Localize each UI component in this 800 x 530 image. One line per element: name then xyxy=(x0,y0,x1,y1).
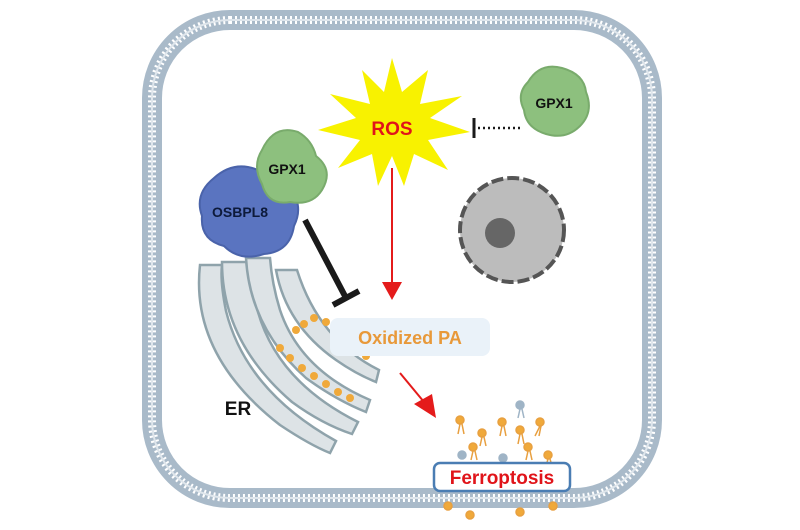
released-lipids xyxy=(443,400,558,520)
oxidized-pa-box: Oxidized PA xyxy=(330,318,490,356)
ros-burst: ROS xyxy=(318,58,470,186)
gpx1-inhibits-ros xyxy=(472,118,520,138)
ferroptosis-box: Ferroptosis xyxy=(432,461,572,493)
osbpl8-inhibits-oxidized-pa xyxy=(302,218,361,308)
oxidized-pa-label: Oxidized PA xyxy=(358,328,462,348)
gpx1-protein-free: GPX1 xyxy=(519,65,590,137)
gpx1-free-label: GPX1 xyxy=(535,95,573,111)
ferroptosis-label: Ferroptosis xyxy=(450,468,555,489)
gpx1-protein-bound: GPX1 xyxy=(256,129,328,204)
osbpl8-label: OSBPL8 xyxy=(212,204,268,220)
nucleus xyxy=(458,176,566,284)
gpx1-bound-label: GPX1 xyxy=(268,161,306,177)
oxidized-pa-to-ferroptosis-arrow xyxy=(399,372,436,418)
cell-membrane xyxy=(142,10,662,508)
er-label: ER xyxy=(225,399,252,420)
ros-label: ROS xyxy=(371,119,412,140)
ros-to-oxidized-pa-arrow xyxy=(382,168,402,300)
